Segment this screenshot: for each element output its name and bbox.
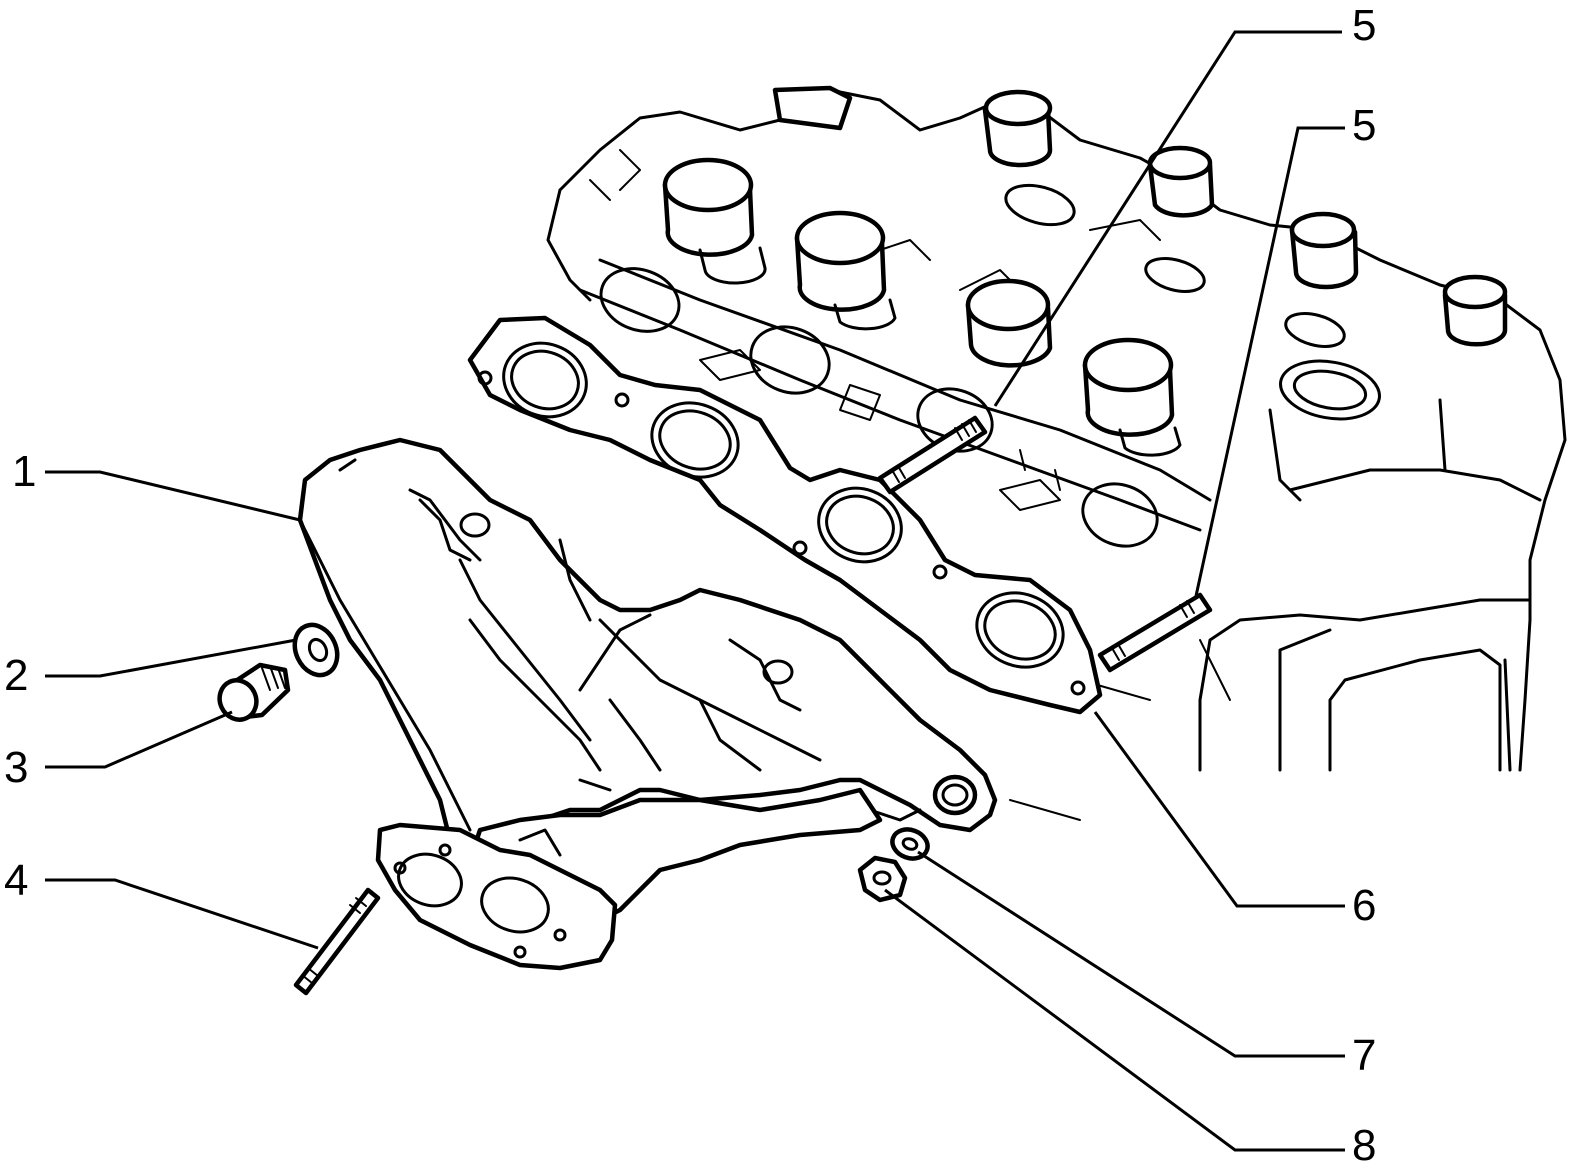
cylinder-head	[546, 88, 1567, 821]
callout-labels: 1 2 3 4 5 5 6 7 8	[4, 1, 1376, 1164]
leader-1	[45, 470, 301, 522]
leader-2	[45, 638, 297, 678]
callout-7: 7	[1352, 1031, 1376, 1080]
plug-3	[217, 662, 291, 722]
manifold-gasket	[467, 315, 1103, 715]
tappet-2	[794, 210, 897, 331]
tappet-4	[1082, 337, 1182, 457]
tappet-rear-3	[1289, 211, 1359, 290]
leader-4	[45, 878, 319, 950]
tappet-1	[662, 157, 767, 285]
leader-5a	[993, 30, 1342, 407]
stud-upper	[877, 415, 988, 495]
callout-6: 6	[1352, 881, 1376, 930]
tappet-rear-4	[1442, 274, 1508, 347]
callout-8: 8	[1352, 1121, 1376, 1164]
exhaust-manifold	[297, 437, 998, 971]
nut-8	[857, 855, 908, 903]
tappet-group	[662, 85, 1508, 457]
leader-8	[884, 888, 1345, 1152]
stud-4	[293, 887, 381, 996]
leader-5b	[1194, 126, 1345, 597]
callout-4: 4	[4, 856, 28, 905]
leader-7	[917, 850, 1345, 1058]
leader-lines	[45, 30, 1345, 1152]
washer-2	[292, 622, 340, 678]
tappet-rear-2	[1147, 145, 1215, 218]
cam-cap-block	[772, 85, 853, 131]
callout-2: 2	[4, 651, 28, 700]
tappet-rear-1	[982, 89, 1053, 168]
leader-6	[1093, 711, 1345, 908]
stud-lower	[1097, 592, 1213, 673]
callout-1: 1	[12, 447, 36, 496]
callout-3: 3	[4, 743, 28, 792]
callout-5-lower: 5	[1352, 101, 1376, 150]
leader-3	[45, 710, 233, 769]
callout-5-upper: 5	[1352, 1, 1376, 50]
tappet-3	[965, 278, 1053, 368]
